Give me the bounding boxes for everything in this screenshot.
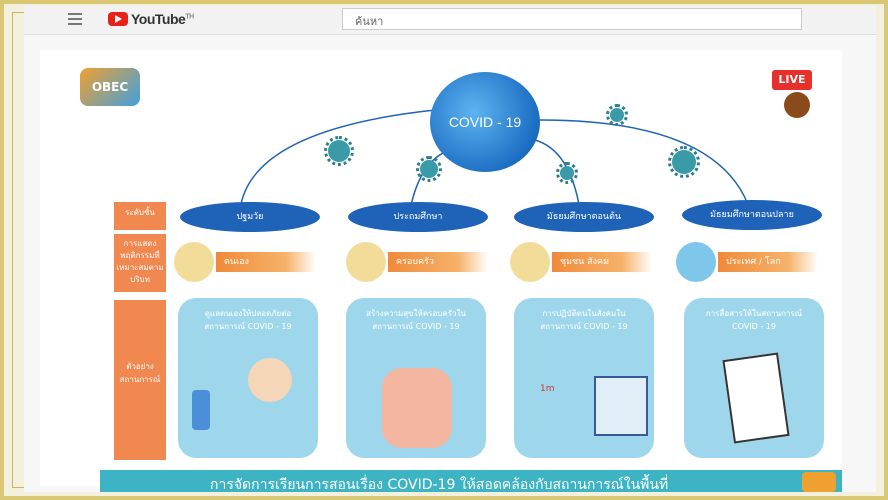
card-text: ดูแลตนเองให้ปลอดภัยต่อสถานการณ์ COVID - … — [204, 309, 292, 331]
family-mask-icon — [382, 368, 452, 448]
search-placeholder: ค้นหา — [355, 15, 384, 28]
row-label-level: ระดับชั้น — [114, 202, 166, 230]
youtube-logo[interactable]: YouTubeTH — [108, 11, 194, 27]
youtube-play-icon — [108, 12, 128, 26]
bottom-banner: การจัดการเรียนการสอนเรื่อง COVID-19 ให้ส… — [100, 470, 842, 492]
scenario-card-1: ดูแลตนเองให้ปลอดภัยต่อสถานการณ์ COVID - … — [178, 298, 318, 458]
menu-icon[interactable] — [68, 13, 82, 25]
banner-logo — [802, 472, 836, 492]
row-label-scenario: ตัวอย่างสถานการณ์ — [114, 300, 166, 460]
card-text: การปฏิบัติตนในสังคมในสถานการณ์ COVID - 1… — [540, 309, 628, 331]
search-input[interactable]: ค้นหา — [342, 8, 802, 30]
bus-seat-icon — [594, 376, 648, 436]
pill-level-2: ประถมศึกษา — [348, 202, 488, 232]
youtube-header: YouTubeTH ค้นหา — [24, 6, 876, 35]
virus-icon — [324, 136, 354, 166]
pill-level-1: ปฐมวัย — [180, 202, 320, 232]
crowd-icon — [510, 242, 550, 282]
level-self: ตนเอง — [174, 242, 324, 282]
row-label-behavior: การแสดงพฤติกรรมที่เหมาะสมตามบริบท — [114, 234, 166, 292]
person-icon — [174, 242, 214, 282]
video-player[interactable]: OBEC LIVE COVID - 19 ปฐมวัย ประถมศึกษา ม… — [40, 50, 842, 492]
channel-logo: OBEC — [80, 68, 140, 106]
card-text: การสื่อสารให้ในสถานการณ์ COVID - 19 — [705, 309, 803, 331]
mascot-icon — [784, 92, 810, 118]
virus-icon — [668, 146, 700, 178]
level-label: ครอบครัว — [388, 252, 488, 272]
scenario-card-3: การปฏิบัติตนในสังคมในสถานการณ์ COVID - 1… — [514, 298, 654, 458]
sanitizer-icon — [192, 390, 210, 430]
level-community: ชุมชน สังคม — [510, 242, 660, 282]
pill-level-4: มัธยมศึกษาตอนปลาย — [682, 200, 822, 230]
child-mask-icon — [248, 358, 292, 402]
card-text: สร้างความสุขให้ครอบครัวในสถานการณ์ COVID… — [366, 309, 466, 331]
scenario-card-2: สร้างความสุขให้ครอบครัวในสถานการณ์ COVID… — [346, 298, 486, 458]
checklist-icon — [722, 352, 790, 444]
level-label: ประเทศ / โลก — [718, 252, 818, 272]
covid-title: COVID - 19 — [448, 114, 522, 130]
level-family: ครอบครัว — [346, 242, 496, 282]
youtube-logo-text: YouTubeTH — [131, 11, 194, 27]
distance-label: 1m — [540, 384, 555, 394]
scenario-card-4: การสื่อสารให้ในสถานการณ์ COVID - 19 — [684, 298, 824, 458]
monitor-screen: YouTubeTH ค้นหา OBEC LIVE COVID - 19 ปฐม… — [24, 6, 876, 492]
family-icon — [346, 242, 386, 282]
level-label: ตนเอง — [216, 252, 316, 272]
pill-level-3: มัธยมศึกษาตอนต้น — [514, 202, 654, 232]
banner-text: การจัดการเรียนการสอนเรื่อง COVID-19 ให้ส… — [210, 477, 669, 492]
live-badge: LIVE — [772, 70, 812, 90]
level-world: ประเทศ / โลก — [676, 242, 826, 282]
covid-globe: COVID - 19 — [430, 72, 540, 172]
level-label: ชุมชน สังคม — [552, 252, 652, 272]
virus-icon — [556, 162, 578, 184]
globe-icon — [676, 242, 716, 282]
virus-icon — [606, 104, 628, 126]
virus-icon — [416, 156, 442, 182]
